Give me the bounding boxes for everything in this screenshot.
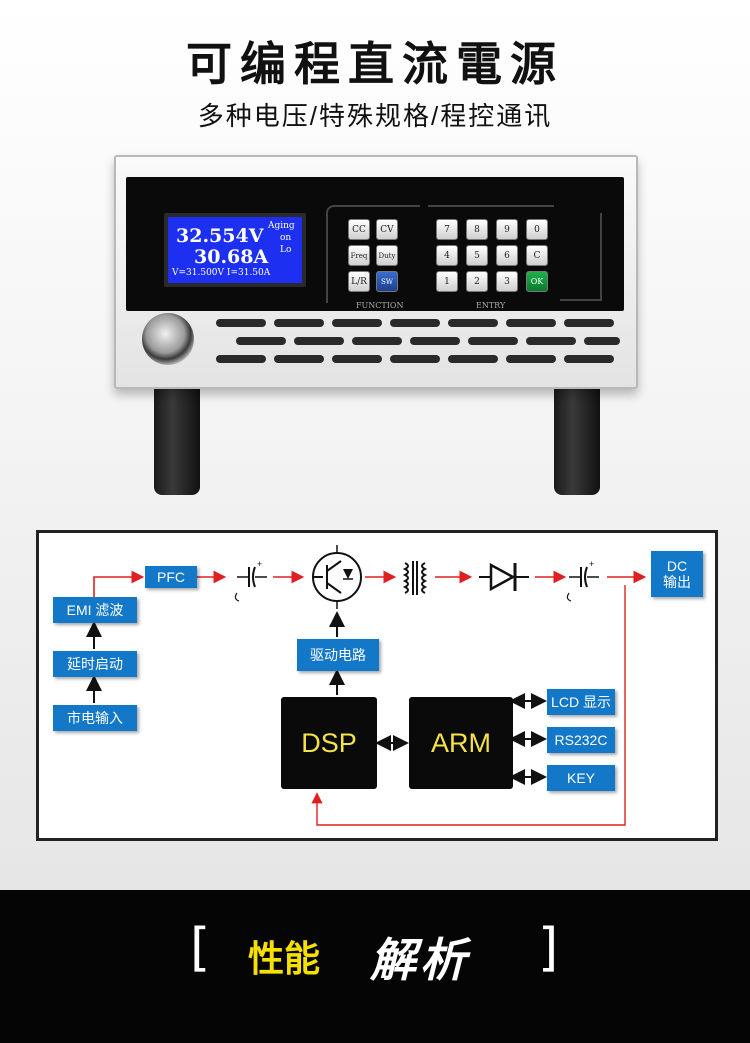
key-0: 0 — [526, 219, 548, 240]
block-arm: ARM — [409, 697, 513, 789]
key-c: C — [526, 245, 548, 266]
key-freq: Freq — [348, 245, 370, 266]
key-sw: SW — [376, 271, 398, 292]
page-title: 可编程直流電源 — [186, 37, 564, 91]
vent-slot — [564, 355, 614, 363]
key-3: 3 — [496, 271, 518, 292]
block-mains-input: 市电输入 — [53, 705, 137, 731]
key-8: 8 — [466, 219, 488, 240]
vent-slot — [564, 319, 614, 327]
block-diagram: + — [36, 530, 718, 841]
block-dsp: DSP — [281, 697, 377, 789]
block-lcd-display: LCD 显示 — [547, 689, 615, 715]
left-stand — [154, 385, 200, 495]
svg-text:+: + — [589, 559, 594, 569]
power-supply-illustration: 32.554V 30.68A Aging on Lo V=31.500V I=3… — [114, 155, 638, 495]
vent-slot — [448, 355, 498, 363]
output-terminal-knob — [142, 313, 194, 365]
banner-yellow-text: 性能 — [248, 938, 321, 979]
vent-slot — [294, 337, 344, 345]
block-pfc: PFC — [145, 566, 197, 588]
current-reading: 30.68A — [194, 246, 269, 268]
vent-slot — [526, 337, 576, 345]
vent-slot — [390, 319, 440, 327]
right-stand — [554, 385, 600, 495]
key-lr: L/R — [348, 271, 370, 292]
key-ok: OK — [526, 271, 548, 292]
block-drive-circuit: 驱动电路 — [297, 639, 379, 671]
vent-slot — [216, 355, 266, 363]
vent-slot — [506, 319, 556, 327]
setpoint-text: V=31.500V I=31.50A — [172, 268, 271, 278]
vent-slot — [448, 319, 498, 327]
function-label: FUNCTION — [356, 301, 404, 310]
block-key: KEY — [547, 765, 615, 791]
igbt-switch-icon — [312, 545, 362, 609]
diode-icon — [479, 562, 529, 592]
vent-slot — [410, 337, 460, 345]
key-2: 2 — [466, 271, 488, 292]
vent-slot — [332, 319, 382, 327]
vent-slot — [352, 337, 402, 345]
dc-output-line1: DC — [666, 558, 688, 574]
capacitor-icon-2: + — [566, 559, 599, 602]
dc-output-line2: 输出 — [663, 574, 691, 590]
key-9: 9 — [496, 219, 518, 240]
vent-slot — [274, 355, 324, 363]
vent-slot — [274, 319, 324, 327]
vent-slot — [332, 355, 382, 363]
banner-right-bracket: ] — [538, 918, 559, 978]
key-duty: Duty — [376, 245, 398, 266]
mode-text-2: on — [280, 233, 292, 243]
vent-slot — [236, 337, 286, 345]
page-subtitle: 多种电压/特殊规格/程控通讯 — [197, 101, 553, 131]
entry-label: ENTRY — [476, 301, 506, 310]
arrow-emi-pfc — [93, 570, 145, 597]
transformer-icon — [402, 561, 428, 595]
key-5: 5 — [466, 245, 488, 266]
key-7: 7 — [436, 219, 458, 240]
banner-white-text: 解析 — [370, 933, 470, 987]
block-dc-output: DC 输出 — [651, 551, 703, 597]
key-4: 4 — [436, 245, 458, 266]
key-cc: CC — [348, 219, 370, 240]
block-emi-filter: EMI 滤波 — [53, 597, 137, 623]
svg-text:+: + — [257, 559, 262, 569]
feedback-line — [311, 585, 626, 826]
front-panel: 32.554V 30.68A Aging on Lo V=31.500V I=3… — [126, 177, 624, 311]
vent-slot — [216, 319, 266, 327]
vent-slot — [584, 337, 620, 345]
vent-slot — [468, 337, 518, 345]
voltage-reading: 32.554V — [176, 225, 264, 247]
entry-frame-hook — [560, 213, 602, 301]
capacitor-icon-1: + — [234, 559, 267, 602]
device-case: 32.554V 30.68A Aging on Lo V=31.500V I=3… — [114, 155, 638, 389]
mode-text-1: Aging — [268, 221, 295, 231]
vent-slot — [506, 355, 556, 363]
block-rs232c: RS232C — [547, 727, 615, 753]
section-banner — [0, 890, 750, 1043]
function-frame — [326, 205, 420, 303]
banner-left-bracket: [ — [190, 918, 211, 978]
key-6: 6 — [496, 245, 518, 266]
entry-frame-top — [428, 205, 554, 208]
vent-slot — [390, 355, 440, 363]
block-soft-start: 延时启动 — [53, 651, 137, 677]
lcd-screen: 32.554V 30.68A Aging on Lo V=31.500V I=3… — [164, 213, 306, 287]
key-1: 1 — [436, 271, 458, 292]
key-cv: CV — [376, 219, 398, 240]
diagram-wires: + — [86, 545, 647, 826]
mode-text-3: Lo — [280, 245, 292, 255]
